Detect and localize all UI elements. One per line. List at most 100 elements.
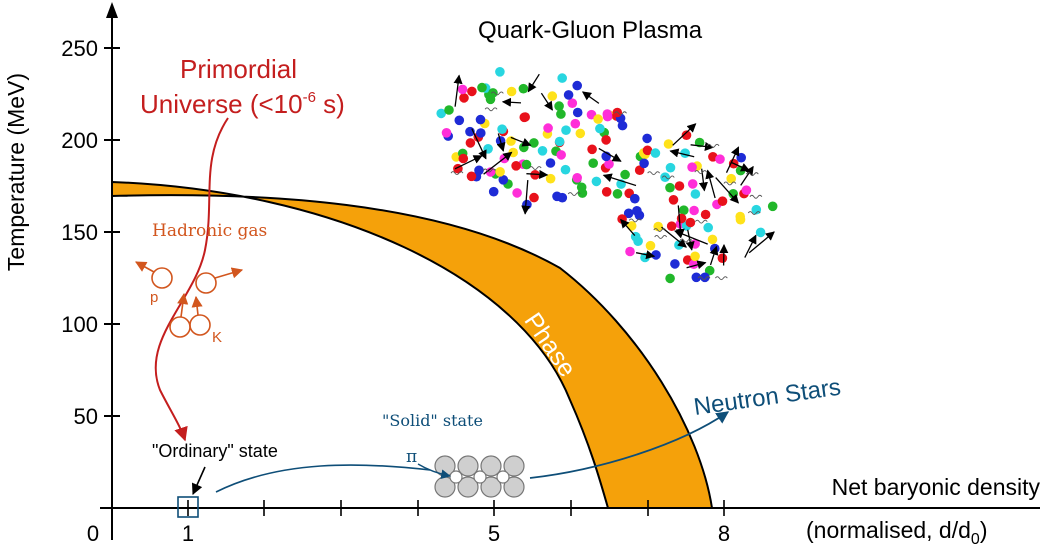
quark-dot [704, 265, 715, 276]
quark-momentum-arrow [669, 148, 695, 158]
ordinary-to-solid-arrow [215, 464, 431, 493]
quark-dot [474, 165, 484, 176]
quark-dot [572, 107, 583, 118]
x-axis-title: Net baryonic density [832, 474, 1041, 500]
quark-dot [465, 138, 476, 148]
quark-dot [670, 259, 680, 269]
quark-dot [642, 133, 652, 144]
quark-dot [522, 199, 532, 210]
quark-momentum-arrow [661, 226, 688, 248]
ordinary-state-arrow [191, 466, 206, 496]
quark-momentum-arrow [686, 260, 707, 270]
quark-dot [572, 173, 582, 183]
solid-state-label: "Solid" state [382, 411, 483, 430]
gluon-squiggle [706, 143, 720, 148]
quark-dot [735, 214, 746, 225]
gluon-squiggle [450, 171, 464, 176]
quark-dot [495, 167, 505, 177]
quark-momentum-arrow [471, 128, 487, 160]
quark-dot [666, 221, 677, 231]
quark-dot [645, 240, 656, 251]
quark-dot [508, 147, 518, 158]
quark-dot [665, 273, 675, 284]
quark-dot [617, 214, 627, 224]
gluon-squiggle [647, 171, 661, 176]
quark-dot [687, 179, 698, 189]
quark-dot [736, 152, 746, 163]
quark-dot [676, 213, 687, 224]
quark-dot [690, 251, 700, 262]
quark-dot [665, 162, 676, 173]
quark-dot [685, 217, 696, 228]
quark-dot [454, 115, 465, 126]
quark-dot [483, 144, 493, 154]
quark-dot [593, 114, 603, 124]
quark-dot [441, 128, 452, 138]
quark-momentum-arrow [602, 173, 637, 187]
y-tick-labels: 250 200 150 100 50 [61, 36, 98, 429]
quark-dot [625, 246, 635, 257]
quark-dot [512, 188, 522, 198]
quark-dot [679, 205, 689, 215]
x-tick-1: 1 [182, 521, 194, 546]
quark-dot [674, 181, 685, 191]
quark-dot [543, 123, 553, 133]
gluon-squiggle [614, 111, 627, 116]
quark-dot [601, 187, 612, 197]
quark-momentum-arrow [690, 141, 715, 151]
x-tick-8: 8 [718, 521, 730, 546]
y-ticks [104, 47, 120, 417]
quark-dot [467, 86, 477, 97]
quark-dot [556, 150, 566, 160]
ordinary-state-marker [177, 496, 199, 518]
quark-dot [651, 250, 661, 260]
quark-dot [476, 128, 486, 138]
quark-dot [601, 135, 611, 145]
quark-dot [477, 82, 487, 93]
quark-dot [575, 128, 586, 139]
quark-dot [554, 101, 564, 111]
quark-dot [612, 189, 623, 199]
gluon-squiggle [714, 276, 728, 281]
quark-dot [570, 118, 581, 129]
quark-momentum-arrow [715, 177, 740, 204]
quark-momentum-arrow [526, 169, 549, 179]
quark-momentum-arrow [635, 250, 656, 260]
quark-dot [741, 185, 752, 195]
quark-dot [700, 209, 711, 220]
x-tick-5: 5 [488, 521, 500, 546]
quark-dot [665, 182, 675, 193]
neutron-stars-arrow [529, 411, 730, 479]
quark-dot [560, 164, 571, 175]
quark-momentum-arrow [748, 231, 775, 254]
gluon-squiggle [749, 194, 763, 199]
hadronic-gas-label: Hadronic gas [152, 221, 267, 241]
quark-dot [700, 272, 710, 283]
quark-dot [459, 93, 469, 103]
quark-dot [561, 125, 571, 135]
gluon-squiggle [567, 192, 581, 196]
gluon-squiggle [679, 238, 693, 243]
proton-label: p [150, 289, 158, 306]
quark-dot [703, 222, 713, 233]
quark-dot [717, 253, 728, 263]
quark-dot [529, 138, 539, 148]
quark-dot [520, 112, 530, 122]
quark-dot [537, 146, 548, 156]
y-axis-label: Temperature (MeV) [3, 73, 29, 271]
gluon-squiggle [653, 228, 667, 232]
quark-momentum-arrow [725, 146, 740, 173]
ordinary-state-label: "Ordinary" state [152, 441, 278, 461]
quark-dot [630, 193, 640, 204]
quark-dot [498, 175, 509, 185]
y-tick-150: 150 [61, 220, 98, 245]
gluon-squiggle [528, 166, 542, 170]
quark-dot [726, 173, 736, 184]
qgp-title: Quark-Gluon Plasma [478, 17, 703, 44]
quark-dot [511, 161, 521, 171]
pion-arrow [417, 463, 451, 480]
quark-dot [556, 109, 566, 119]
y-tick-100: 100 [61, 312, 98, 337]
quark-dot [545, 158, 556, 168]
